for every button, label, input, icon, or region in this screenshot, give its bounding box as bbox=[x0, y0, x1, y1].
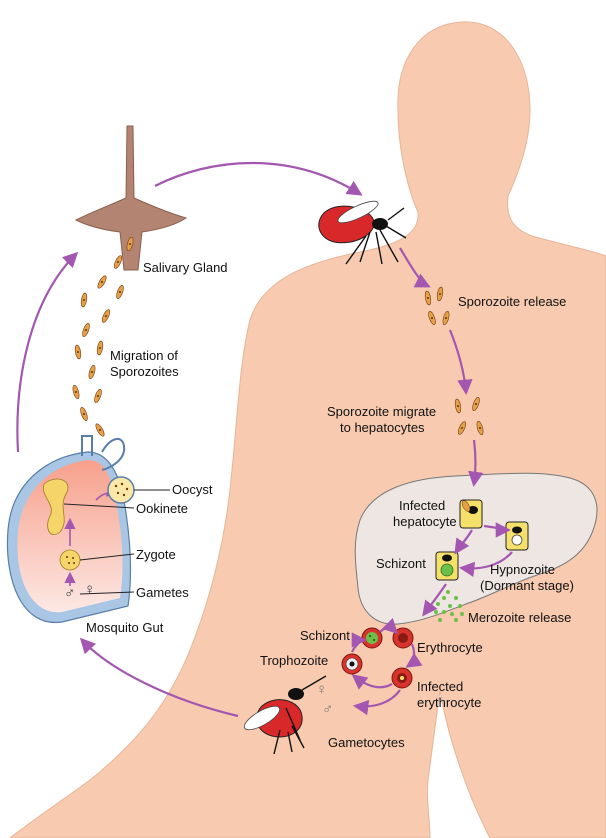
label-hypnozoite-line2: (Dormant stage) bbox=[480, 578, 574, 594]
infected-erythrocyte-cell bbox=[392, 668, 412, 688]
label-zygote: Zygote bbox=[136, 547, 176, 563]
label-infected-erythrocyte-line2: erythrocyte bbox=[417, 695, 481, 711]
label-infected-erythrocyte-line1: Infected bbox=[417, 679, 463, 695]
male-symbol-blood: ♂ bbox=[322, 702, 333, 718]
label-trophozoite: Trophozoite bbox=[260, 653, 328, 669]
label-sporozoite-migrate-line1: Sporozoite migrate bbox=[327, 404, 436, 420]
oocyst bbox=[108, 477, 134, 503]
female-symbol-gut: ♀ bbox=[84, 582, 95, 598]
label-ookinete: Ookinete bbox=[136, 501, 188, 517]
label-migration-line2: Sporozoites bbox=[110, 364, 179, 380]
blood-schizont bbox=[362, 628, 382, 648]
male-symbol-gut: ♂ bbox=[64, 586, 75, 602]
infected-hepatocyte-cell bbox=[460, 499, 482, 528]
label-gametes: Gametes bbox=[136, 585, 189, 601]
label-infected-hepatocyte-line1: Infected bbox=[399, 498, 445, 514]
label-infected-hepatocyte-line2: hepatocyte bbox=[393, 514, 457, 530]
label-salivary-gland: Salivary Gland bbox=[143, 260, 228, 276]
label-mosquito-gut: Mosquito Gut bbox=[86, 620, 163, 636]
liver-schizont-cell bbox=[436, 552, 458, 580]
label-sporozoite-release: Sporozoite release bbox=[458, 294, 566, 310]
mosquito-top bbox=[319, 197, 406, 264]
label-schizont-liver: Schizont bbox=[376, 556, 426, 572]
label-schizont-blood: Schizont bbox=[300, 628, 350, 644]
label-merozoite-release: Merozoite release bbox=[468, 610, 571, 626]
female-symbol-blood: ♀ bbox=[316, 682, 327, 698]
label-erythrocyte: Erythrocyte bbox=[417, 640, 483, 656]
label-hypnozoite-line1: Hypnozoite bbox=[490, 562, 555, 578]
label-oocyst: Oocyst bbox=[172, 482, 212, 498]
label-sporozoite-migrate-line2: to hepatocytes bbox=[340, 420, 425, 436]
hypnozoite-cell bbox=[506, 522, 528, 550]
label-gametocytes: Gametocytes bbox=[328, 735, 405, 751]
trophozoite-cell bbox=[342, 654, 362, 674]
label-migration-line1: Migration of bbox=[110, 348, 178, 364]
